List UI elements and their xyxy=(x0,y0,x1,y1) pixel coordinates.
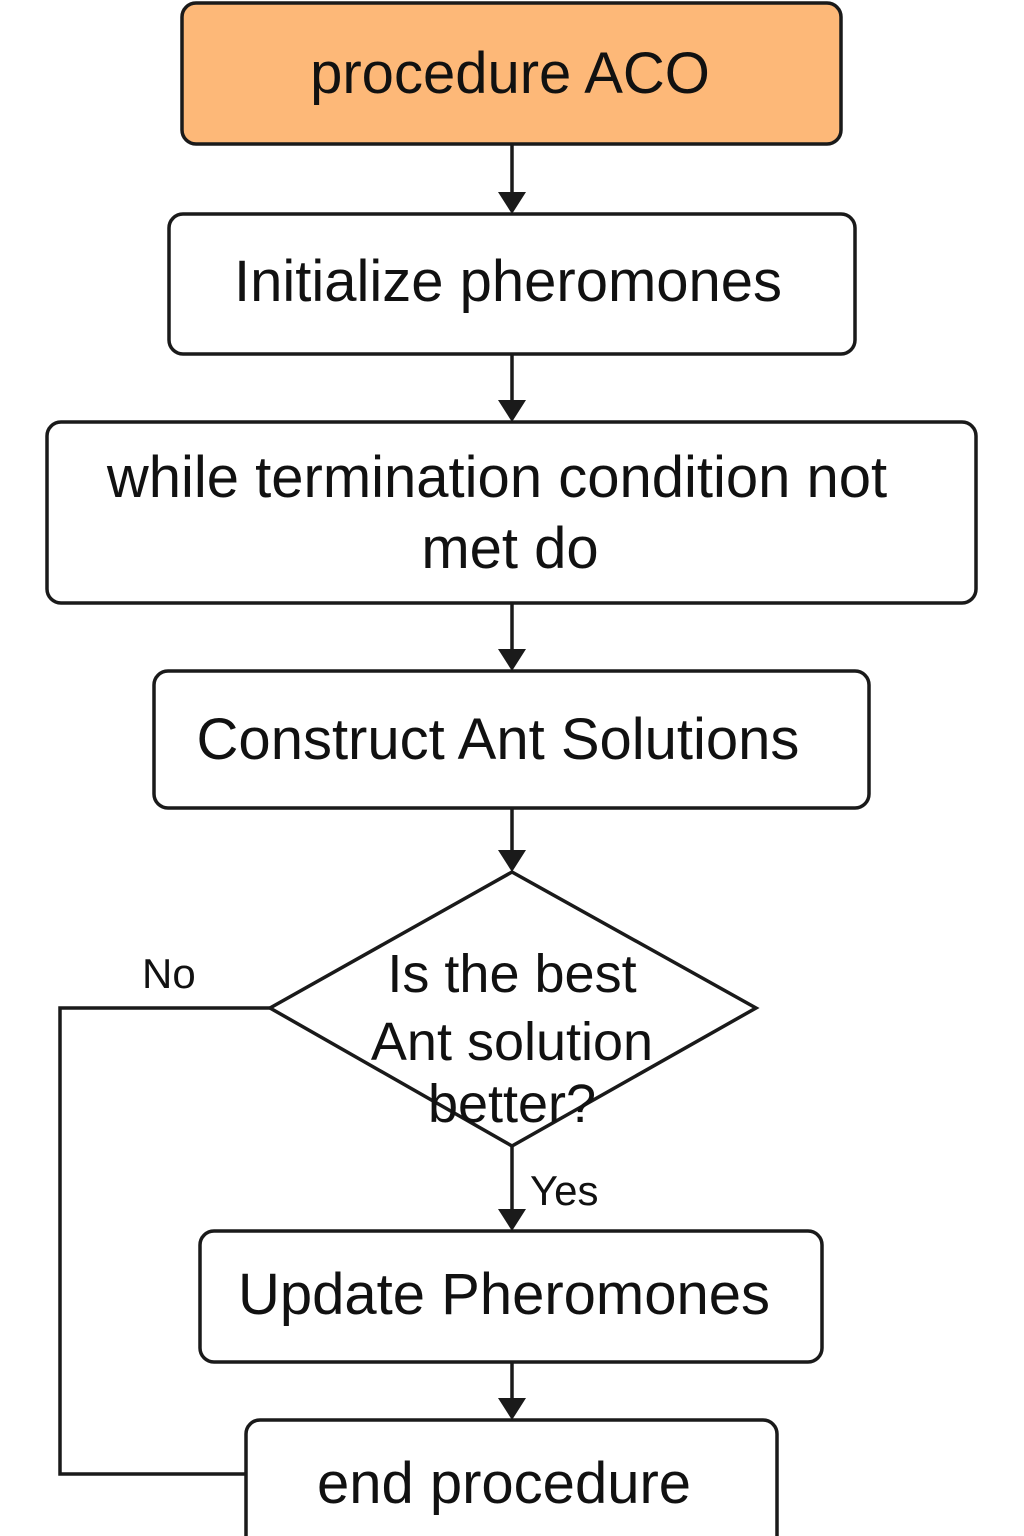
start-node: procedure ACO xyxy=(180,1,843,146)
construct-node-label: Construct Ant Solutions xyxy=(197,707,800,772)
decision-node-diamond xyxy=(266,869,760,1149)
start-node-label: procedure ACO xyxy=(310,41,710,106)
edge-decision-no-path xyxy=(58,1006,270,1476)
init-node: Initialize pheromones xyxy=(167,212,857,356)
edge-label-yes: Yes xyxy=(530,1167,599,1214)
construct-node-box xyxy=(152,669,871,810)
end-node: end procedure xyxy=(244,1418,779,1536)
arrow-construct-to-decision xyxy=(498,850,526,872)
decision-node-label-line2: Ant solution xyxy=(371,1012,653,1072)
edge-label-no: No xyxy=(142,950,196,997)
decision-node-label-line3: better? xyxy=(428,1074,596,1134)
loop-node-label-line2: met do xyxy=(421,516,598,581)
arrow-update-to-end xyxy=(498,1398,526,1420)
end-node-label: end procedure xyxy=(317,1451,691,1516)
arrow-start-to-init xyxy=(498,192,526,214)
loop-node-box xyxy=(45,420,978,605)
end-node-box xyxy=(244,1418,779,1536)
arrow-decision-to-update xyxy=(498,1209,526,1231)
init-node-label: Initialize pheromones xyxy=(234,249,782,314)
update-node-box xyxy=(198,1229,824,1364)
loop-node-label-line1: while termination condition not xyxy=(106,445,887,510)
init-node-box xyxy=(167,212,857,356)
update-node: Update Pheromones xyxy=(198,1229,824,1364)
arrow-loop-to-construct xyxy=(498,649,526,671)
edges: No Yes xyxy=(58,144,599,1476)
update-node-label: Update Pheromones xyxy=(238,1262,770,1327)
loop-node: while termination condition not met do xyxy=(45,420,978,605)
start-node-box xyxy=(180,1,843,146)
decision-node-label-line1: Is the best xyxy=(387,944,636,1004)
arrow-init-to-loop xyxy=(498,400,526,422)
construct-node: Construct Ant Solutions xyxy=(152,669,871,810)
decision-node: Is the best Ant solution better? xyxy=(266,869,760,1149)
